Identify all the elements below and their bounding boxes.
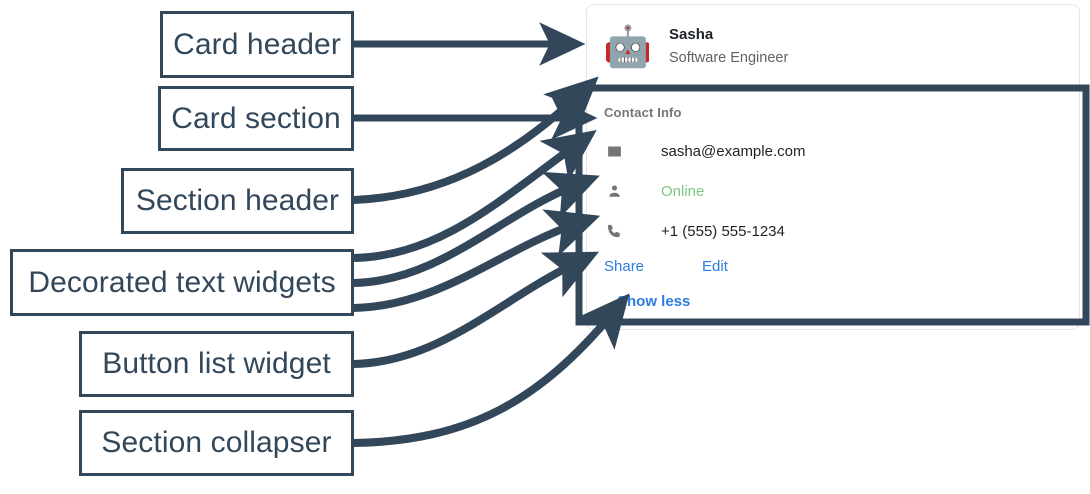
- email-icon: [604, 143, 625, 160]
- phone-value: +1 (555) 555-1234: [661, 222, 785, 240]
- callout-card-section-label: Card section: [171, 101, 341, 135]
- button-list-widget: Share Edit: [587, 254, 1079, 278]
- person-icon: [604, 183, 625, 200]
- edit-button[interactable]: Edit: [702, 257, 728, 275]
- callout-section-header: Section header: [121, 168, 354, 234]
- callout-card-section: Card section: [158, 86, 354, 151]
- decorated-text-widget-phone: +1 (555) 555-1234: [587, 214, 1079, 248]
- card-header-subtitle: Software Engineer: [669, 50, 789, 67]
- card-section: Contact Info sasha@example.com Online: [587, 89, 1079, 315]
- callout-button-list-widget-label: Button list widget: [102, 347, 331, 380]
- callout-button-list-widget: Button list widget: [79, 331, 354, 397]
- callout-card-header-label: Card header: [173, 27, 341, 61]
- card-header: 🤖 Sasha Software Engineer: [587, 5, 1079, 89]
- section-collapser[interactable]: Show less: [587, 293, 1079, 315]
- callout-decorated-text-widgets-label: Decorated text widgets: [28, 265, 336, 299]
- card-header-text: Sasha Software Engineer: [669, 24, 788, 71]
- phone-icon: [604, 223, 625, 240]
- show-less-button[interactable]: Show less: [617, 293, 691, 310]
- callout-section-collapser-label: Section collapser: [101, 426, 332, 459]
- status-value: Online: [661, 182, 705, 200]
- callout-section-collapser: Section collapser: [79, 410, 354, 476]
- callout-section-header-label: Section header: [135, 184, 340, 217]
- arrow-section-collapser: [353, 293, 630, 447]
- section-header: Contact Info: [604, 105, 682, 120]
- email-value: sasha@example.com: [661, 142, 806, 160]
- arrow-decorated-text-email: [353, 129, 597, 262]
- contact-card: 🤖 Sasha Software Engineer Contact Info s…: [586, 4, 1080, 330]
- robot-avatar-icon: 🤖: [603, 25, 649, 69]
- callout-card-header: Card header: [160, 11, 354, 78]
- decorated-text-widget-email: sasha@example.com: [587, 134, 1079, 168]
- card-header-title: Sasha: [669, 25, 714, 43]
- arrow-decorated-text-status: [353, 171, 600, 287]
- share-button[interactable]: Share: [604, 257, 645, 275]
- decorated-text-widget-status: Online: [587, 174, 1079, 208]
- arrow-button-list: [353, 251, 600, 368]
- callout-decorated-text-widgets: Decorated text widgets: [10, 249, 354, 316]
- arrow-decorated-text-phone: [353, 209, 601, 312]
- arrow-section-header: [353, 76, 599, 204]
